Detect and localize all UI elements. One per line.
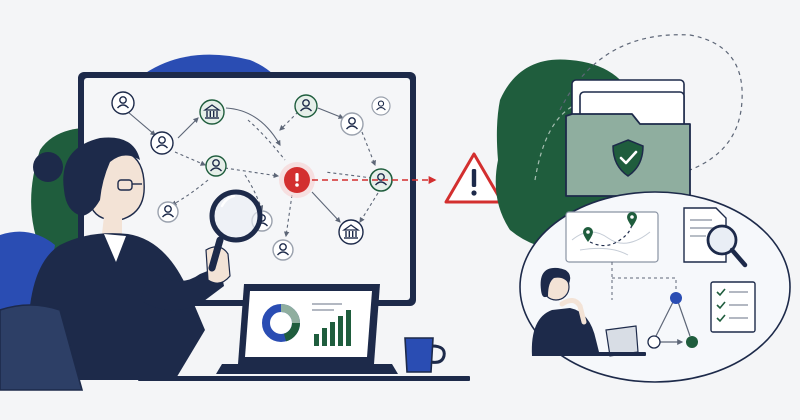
user-icon [157,201,179,223]
map-pin-icon [627,212,637,227]
flow-node [686,336,698,348]
dashed-orbit-left [534,104,576,181]
warning-triangle-icon [444,152,504,204]
laptop [216,284,398,374]
bank-icon [199,99,225,125]
user-icon [111,91,135,115]
analyst-main [28,137,231,380]
flow-node [647,335,661,349]
map-pin-icon [583,227,593,242]
glasses-icon [117,179,142,191]
alert-icon [279,162,315,198]
coffee-mug-icon [404,337,446,373]
user-icon [150,131,174,155]
user-icon [272,239,294,261]
desk [138,376,470,381]
bank-icon [338,219,364,245]
network-connections [127,107,379,238]
magnifying-glass-icon [208,189,263,272]
analyst-small [531,267,646,357]
checklist-icon [710,281,756,333]
map-card [565,211,659,263]
user-icon [205,155,227,177]
investigation-panel [519,191,791,383]
flow-node [670,292,682,304]
bar-chart-icon [314,310,351,346]
chair [0,304,84,391]
shield-check-icon [612,139,644,177]
document-search-icon [683,207,748,268]
donut-chart-icon [262,304,301,342]
user-icon [294,94,318,118]
user-icon [371,96,391,116]
dashed-orbit [559,34,743,171]
secure-folder [565,79,691,197]
flow-diagram [611,262,698,349]
user-icon [340,112,364,136]
